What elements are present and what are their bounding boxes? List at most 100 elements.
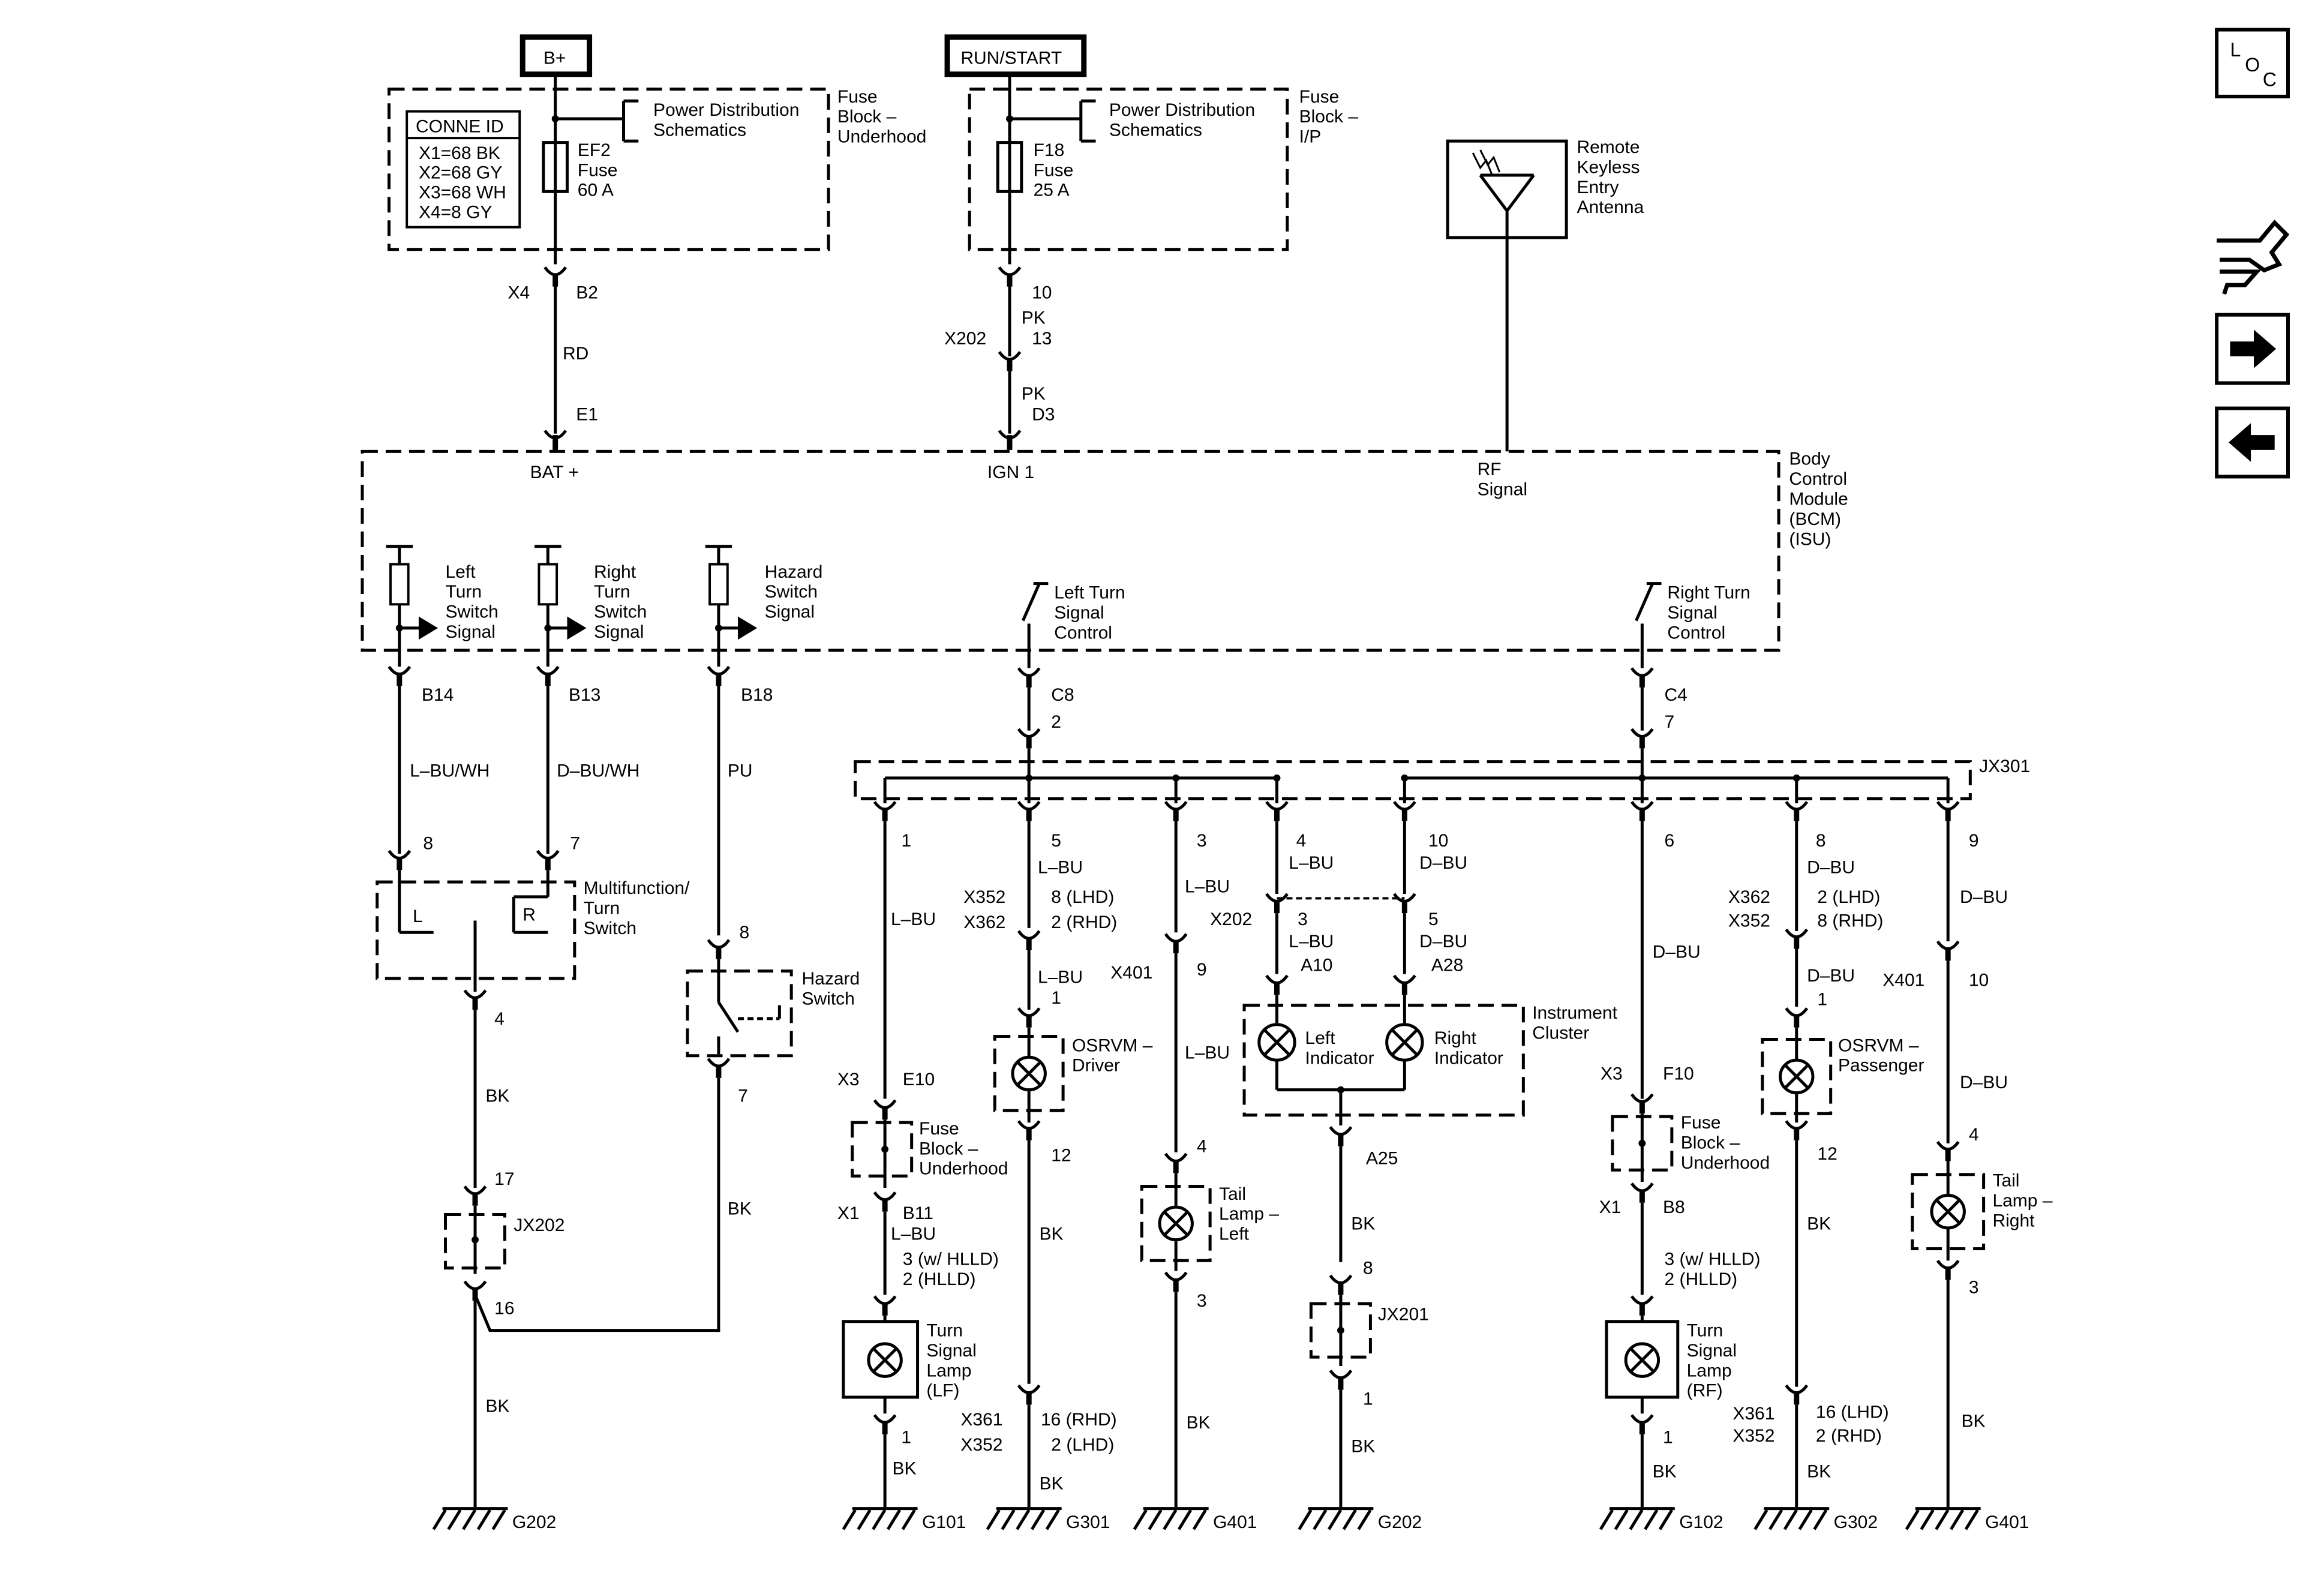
c7-wire: D–BU [1807,857,1855,877]
pin-8: 8 [423,834,433,854]
wire-lbuwh: L–BU/WH [410,761,490,781]
wire-bk3: BK [728,1199,752,1219]
wire-rd: RD [563,344,588,364]
c7-x361: X361 [1733,1404,1774,1424]
wire-pu: PU [728,761,753,781]
arrow-left-icon[interactable] [2215,406,2290,479]
c1-e10: E10 [903,1070,935,1089]
c6-lamp: (RF) [1687,1381,1723,1401]
pin-7: 7 [570,834,580,854]
cl-right: Indicator [1434,1048,1503,1068]
c2-x361: X361 [960,1410,1002,1430]
c3-lamp: Lamp – [1219,1204,1279,1224]
c2-p12: 12 [1051,1145,1071,1165]
c1-pin: 1 [901,831,911,851]
pin-2: 2 [1051,712,1061,732]
c8-x401: X401 [1882,970,1924,990]
conn-id-line: X4=8 GY [419,203,493,223]
cl-bk: BK [1351,1214,1375,1233]
cl-name: Instrument [1532,1003,1617,1023]
c2-p2b: 2 (LHD) [1051,1435,1114,1455]
c7-p16: 16 (LHD) [1816,1403,1889,1422]
mfs-name: Multifunction/ [584,878,690,898]
x202-label: X202 [944,329,986,349]
c2-wire: L–BU [1038,857,1083,877]
jx202-label: JX202 [514,1215,565,1235]
fuse-block-underhood: Underhood [837,127,926,147]
c4-x202: X202 [1210,909,1252,929]
ground-label: G401 [1985,1512,2029,1532]
rtc-label: Signal [1667,603,1717,623]
wire-pk2: PK [1022,384,1046,404]
c1-wire2: L–BU [891,1224,936,1244]
conn-id-title: CONNE ID [416,116,504,136]
c8-p10: 10 [1969,970,1989,990]
c2-p1: 1 [1051,988,1061,1008]
c1-bk: BK [892,1459,916,1479]
schematic-nav-icon[interactable] [2217,220,2290,295]
c1-p1: 1 [901,1428,911,1448]
arrow-right-icon[interactable] [2215,313,2290,385]
bcm-name: Body [1789,449,1830,469]
c7-x352: X352 [1728,911,1770,930]
c7-lamp: Passenger [1838,1056,1924,1076]
c3-p9: 9 [1197,960,1207,980]
ground-label: G202 [512,1512,556,1532]
pin-7c: 7 [738,1086,748,1106]
fuse-block-ip: Block – [1299,107,1359,127]
b2-label: B2 [576,283,598,302]
c1-fuse: Fuse [919,1119,959,1139]
c2-pin: 5 [1051,831,1061,851]
c7-bk: BK [1807,1214,1831,1233]
c7-x352b: X352 [1733,1426,1774,1446]
rke-label: Remote [1577,137,1640,157]
loc-letter: L [2230,39,2241,61]
c1-lamp: Signal [926,1341,976,1361]
rtc-label: Control [1667,623,1725,643]
rts-label: Signal [594,622,644,642]
bplus-label: B+ [544,48,566,68]
conn-id-line: X1=68 BK [419,143,500,163]
hss-label: Switch [765,582,818,602]
c3-wire2: L–BU [1185,1043,1230,1063]
c6-lamp: Turn [1687,1321,1724,1341]
fuse-ef2: EF2 [578,140,611,160]
rts-label: Turn [594,582,630,602]
bcm-rf: RF [1478,460,1502,479]
ltc-label: Left Turn [1054,583,1125,602]
c2-x352b: X352 [960,1435,1002,1455]
pds-label: Schematics [653,120,746,140]
ground-label: G101 [922,1512,966,1532]
pds-label-ip: Schematics [1109,120,1202,140]
wire-pk: PK [1022,308,1046,328]
c4-p3: 3 [1298,909,1308,929]
cl-name: Cluster [1532,1023,1589,1043]
c3-x401: X401 [1110,963,1152,983]
c2-x362: X362 [963,912,1005,932]
cl-p8: 8 [1363,1259,1373,1278]
c3-p4: 4 [1197,1137,1207,1157]
d3-label: D3 [1032,404,1055,424]
c4-wire: L–BU [1289,853,1334,873]
mfs-l: L [413,906,423,926]
bcm-name: (ISU) [1789,529,1831,549]
hss-label: Signal [765,602,815,622]
c2-lamp: OSRVM – [1072,1035,1153,1055]
c2-p2: 2 (RHD) [1051,912,1117,932]
c5-wire: D–BU [1419,853,1467,873]
bcm-name: Control [1789,469,1847,489]
wire-dbuwh: D–BU/WH [557,761,639,781]
loc-button[interactable]: LOC [2215,28,2290,98]
bcm-name: Module [1789,490,1848,509]
c8-lamp: Right [1992,1211,2035,1230]
mfs-name: Turn [584,898,620,918]
c5-wire2: D–BU [1419,932,1467,951]
c6-lamp: Signal [1687,1341,1737,1361]
c6-lamp: Lamp [1687,1361,1732,1380]
fuse-block-underhood: Fuse [837,87,878,107]
wire-bk2: BK [485,1397,509,1416]
c2-p16: 16 (RHD) [1041,1410,1117,1430]
c7-p2: 2 (LHD) [1817,887,1880,907]
fuse-ef2: 60 A [578,181,614,200]
c3-pin: 3 [1197,831,1207,851]
